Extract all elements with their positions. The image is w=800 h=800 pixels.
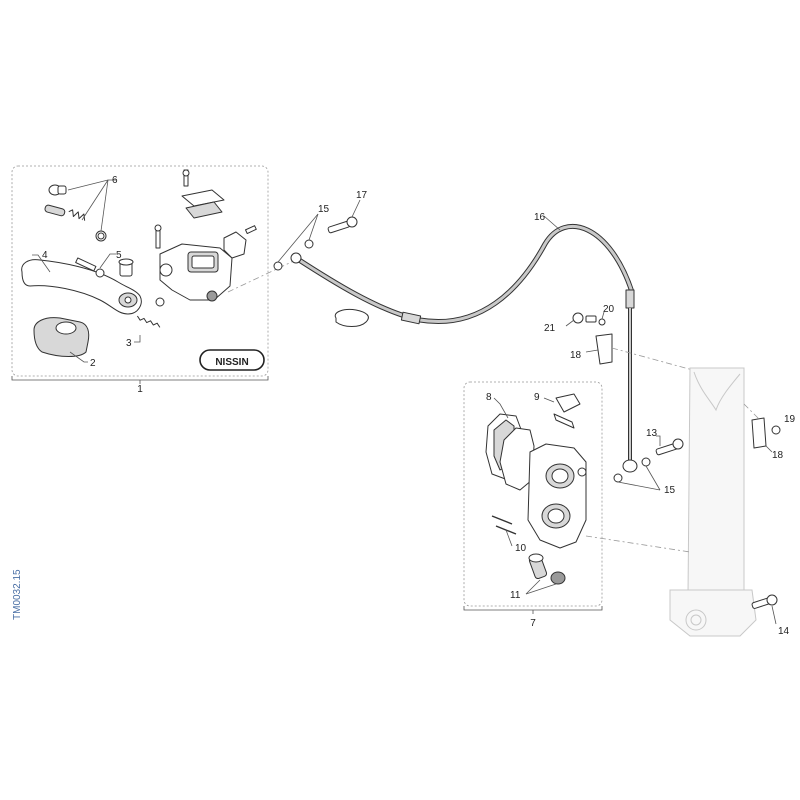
callout-14: 14 — [778, 626, 790, 637]
part-13-banjo-bolt — [655, 435, 684, 456]
alignment-line-fork-clip — [743, 403, 761, 421]
callout-10: 10 — [515, 543, 527, 554]
callout-17: 17 — [356, 190, 368, 201]
caliper-group — [463, 381, 603, 614]
part-16-brake-hose — [290, 215, 638, 473]
part-14-mounting-bolt — [751, 594, 778, 625]
part-8-brake-pads — [485, 397, 535, 491]
part-9-pad-spring — [543, 393, 581, 429]
callout-4: 4 — [42, 250, 48, 261]
callout-20: 20 — [603, 304, 615, 315]
callout-6: 6 — [112, 175, 118, 186]
alignment-line-caliper-fork — [585, 535, 691, 553]
callout-15-bottom: 15 — [664, 485, 676, 496]
callout-19: 19 — [784, 414, 796, 425]
callout-21: 21 — [544, 323, 556, 334]
master-cylinder-group-box — [11, 165, 269, 377]
part-6-small-parts — [44, 179, 116, 242]
drawing-reference-code: TM0032.15 — [12, 569, 23, 620]
part-11-slide-pins — [525, 553, 566, 595]
part-18-20-21-hose-guide — [565, 311, 613, 365]
callout-7: 7 — [530, 618, 536, 629]
part-3-spring — [134, 315, 161, 343]
caliper-body — [527, 443, 587, 549]
master-cylinder-group: NISSIN — [11, 165, 269, 384]
part-18-19-fork-clip — [751, 417, 781, 453]
part-15-washers-bottom — [613, 457, 661, 491]
alignment-line-mc-hose — [227, 257, 301, 293]
callout-2: 2 — [90, 358, 96, 369]
callout-3: 3 — [126, 338, 132, 349]
callout-5: 5 — [116, 250, 122, 261]
callout-labels: 1 2 3 4 5 6 7 8 9 10 11 13 14 15 15 16 1… — [42, 175, 796, 637]
part-5-pivot-bolt — [75, 253, 134, 278]
caliper-group-box — [463, 381, 603, 607]
callout-15-top: 15 — [318, 204, 330, 215]
callout-9: 9 — [534, 392, 540, 403]
callout-11: 11 — [510, 590, 521, 601]
part-4-brake-lever — [21, 254, 142, 315]
nissin-brand-label: NISSIN — [215, 357, 248, 368]
alignment-line-guide-fork — [611, 347, 701, 373]
part-15-washers-top — [273, 213, 319, 271]
callout-18-fork: 18 — [772, 450, 784, 461]
nissin-logo: NISSIN — [199, 349, 265, 371]
part-2-rubber-cover — [33, 317, 90, 363]
callout-1: 1 — [137, 384, 143, 395]
callout-8: 8 — [486, 392, 492, 403]
front-fork-leg — [669, 367, 757, 637]
group-1-bracket — [11, 376, 269, 381]
callout-18-guide: 18 — [570, 350, 582, 361]
callout-13: 13 — [646, 428, 658, 439]
callout-16: 16 — [534, 212, 546, 223]
part-10-pad-pins — [491, 515, 517, 547]
part-17-banjo-bolt — [327, 199, 361, 234]
master-cylinder-body — [154, 169, 257, 307]
